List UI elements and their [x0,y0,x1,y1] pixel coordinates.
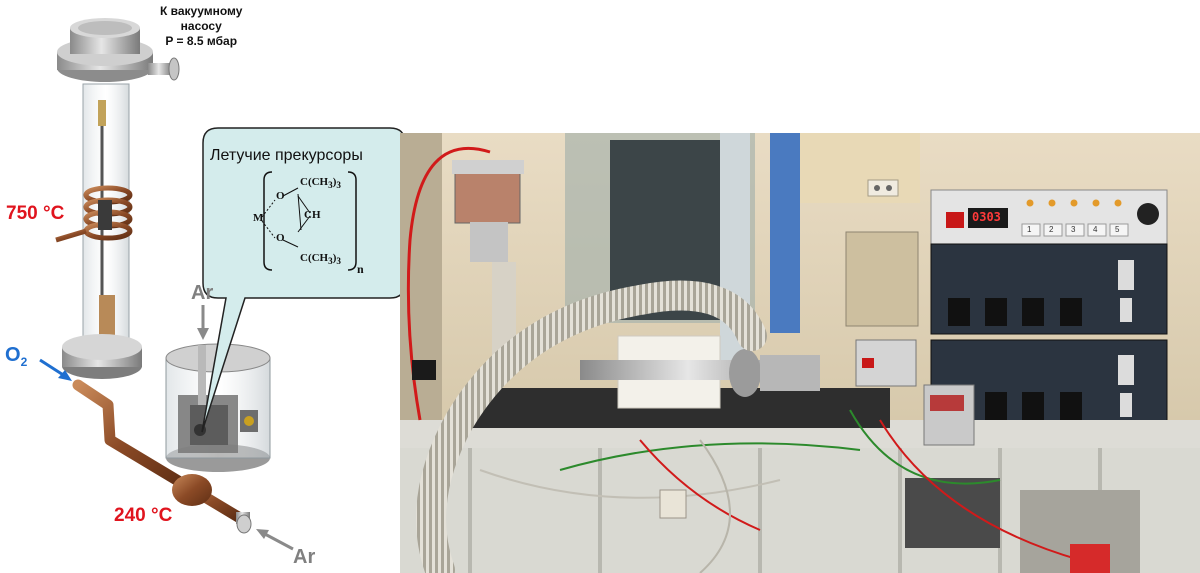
o2-arrow [39,358,72,381]
formula-o-top: O [276,190,285,202]
pump-label-line3: P = 8.5 мбар [165,34,238,48]
panel-number-3: 3 [1071,225,1076,234]
callout-title: Летучие прекурсоры [210,147,363,164]
pump-label-line2: насосу [180,19,222,33]
formula-ch: CH [304,209,321,221]
formula-n: n [357,262,364,276]
ar-inlet-fitting [236,512,252,534]
temperature-bottom-label: 240 °C [114,505,173,526]
lab-photo [400,133,1200,573]
pump-label-line1: К вакуумному [160,4,243,18]
ar-top-arrow [197,305,209,340]
panel-number-1: 1 [1027,225,1032,234]
panel-number-2: 2 [1049,225,1054,234]
flexible-hose [416,280,767,573]
panel-number-4: 4 [1093,225,1098,234]
formula-metal: M [253,212,264,224]
reactor-schematic [39,18,406,551]
precursor-vessel [165,343,271,472]
o2-label-sub: 2 [20,355,28,369]
ar-top-label: Ar [191,282,214,304]
o2-label-base: O [5,344,21,366]
pump-head [57,18,180,82]
formula-top-group: C(CH3)3 [300,176,341,191]
pump-label: К вакуумному насосу P = 8.5 мбар [160,4,242,49]
temperature-top-label: 750 °C [6,203,65,224]
o2-label: O2 [5,344,27,369]
ar-bottom-arrow [256,529,294,551]
formula-bottom-group: C(CH3)3 [300,252,341,267]
ar-bottom-label: Ar [293,546,316,568]
formula-o-bottom: O [276,232,285,244]
instrument-display: 0303 [972,210,1001,224]
panel-number-5: 5 [1115,225,1120,234]
